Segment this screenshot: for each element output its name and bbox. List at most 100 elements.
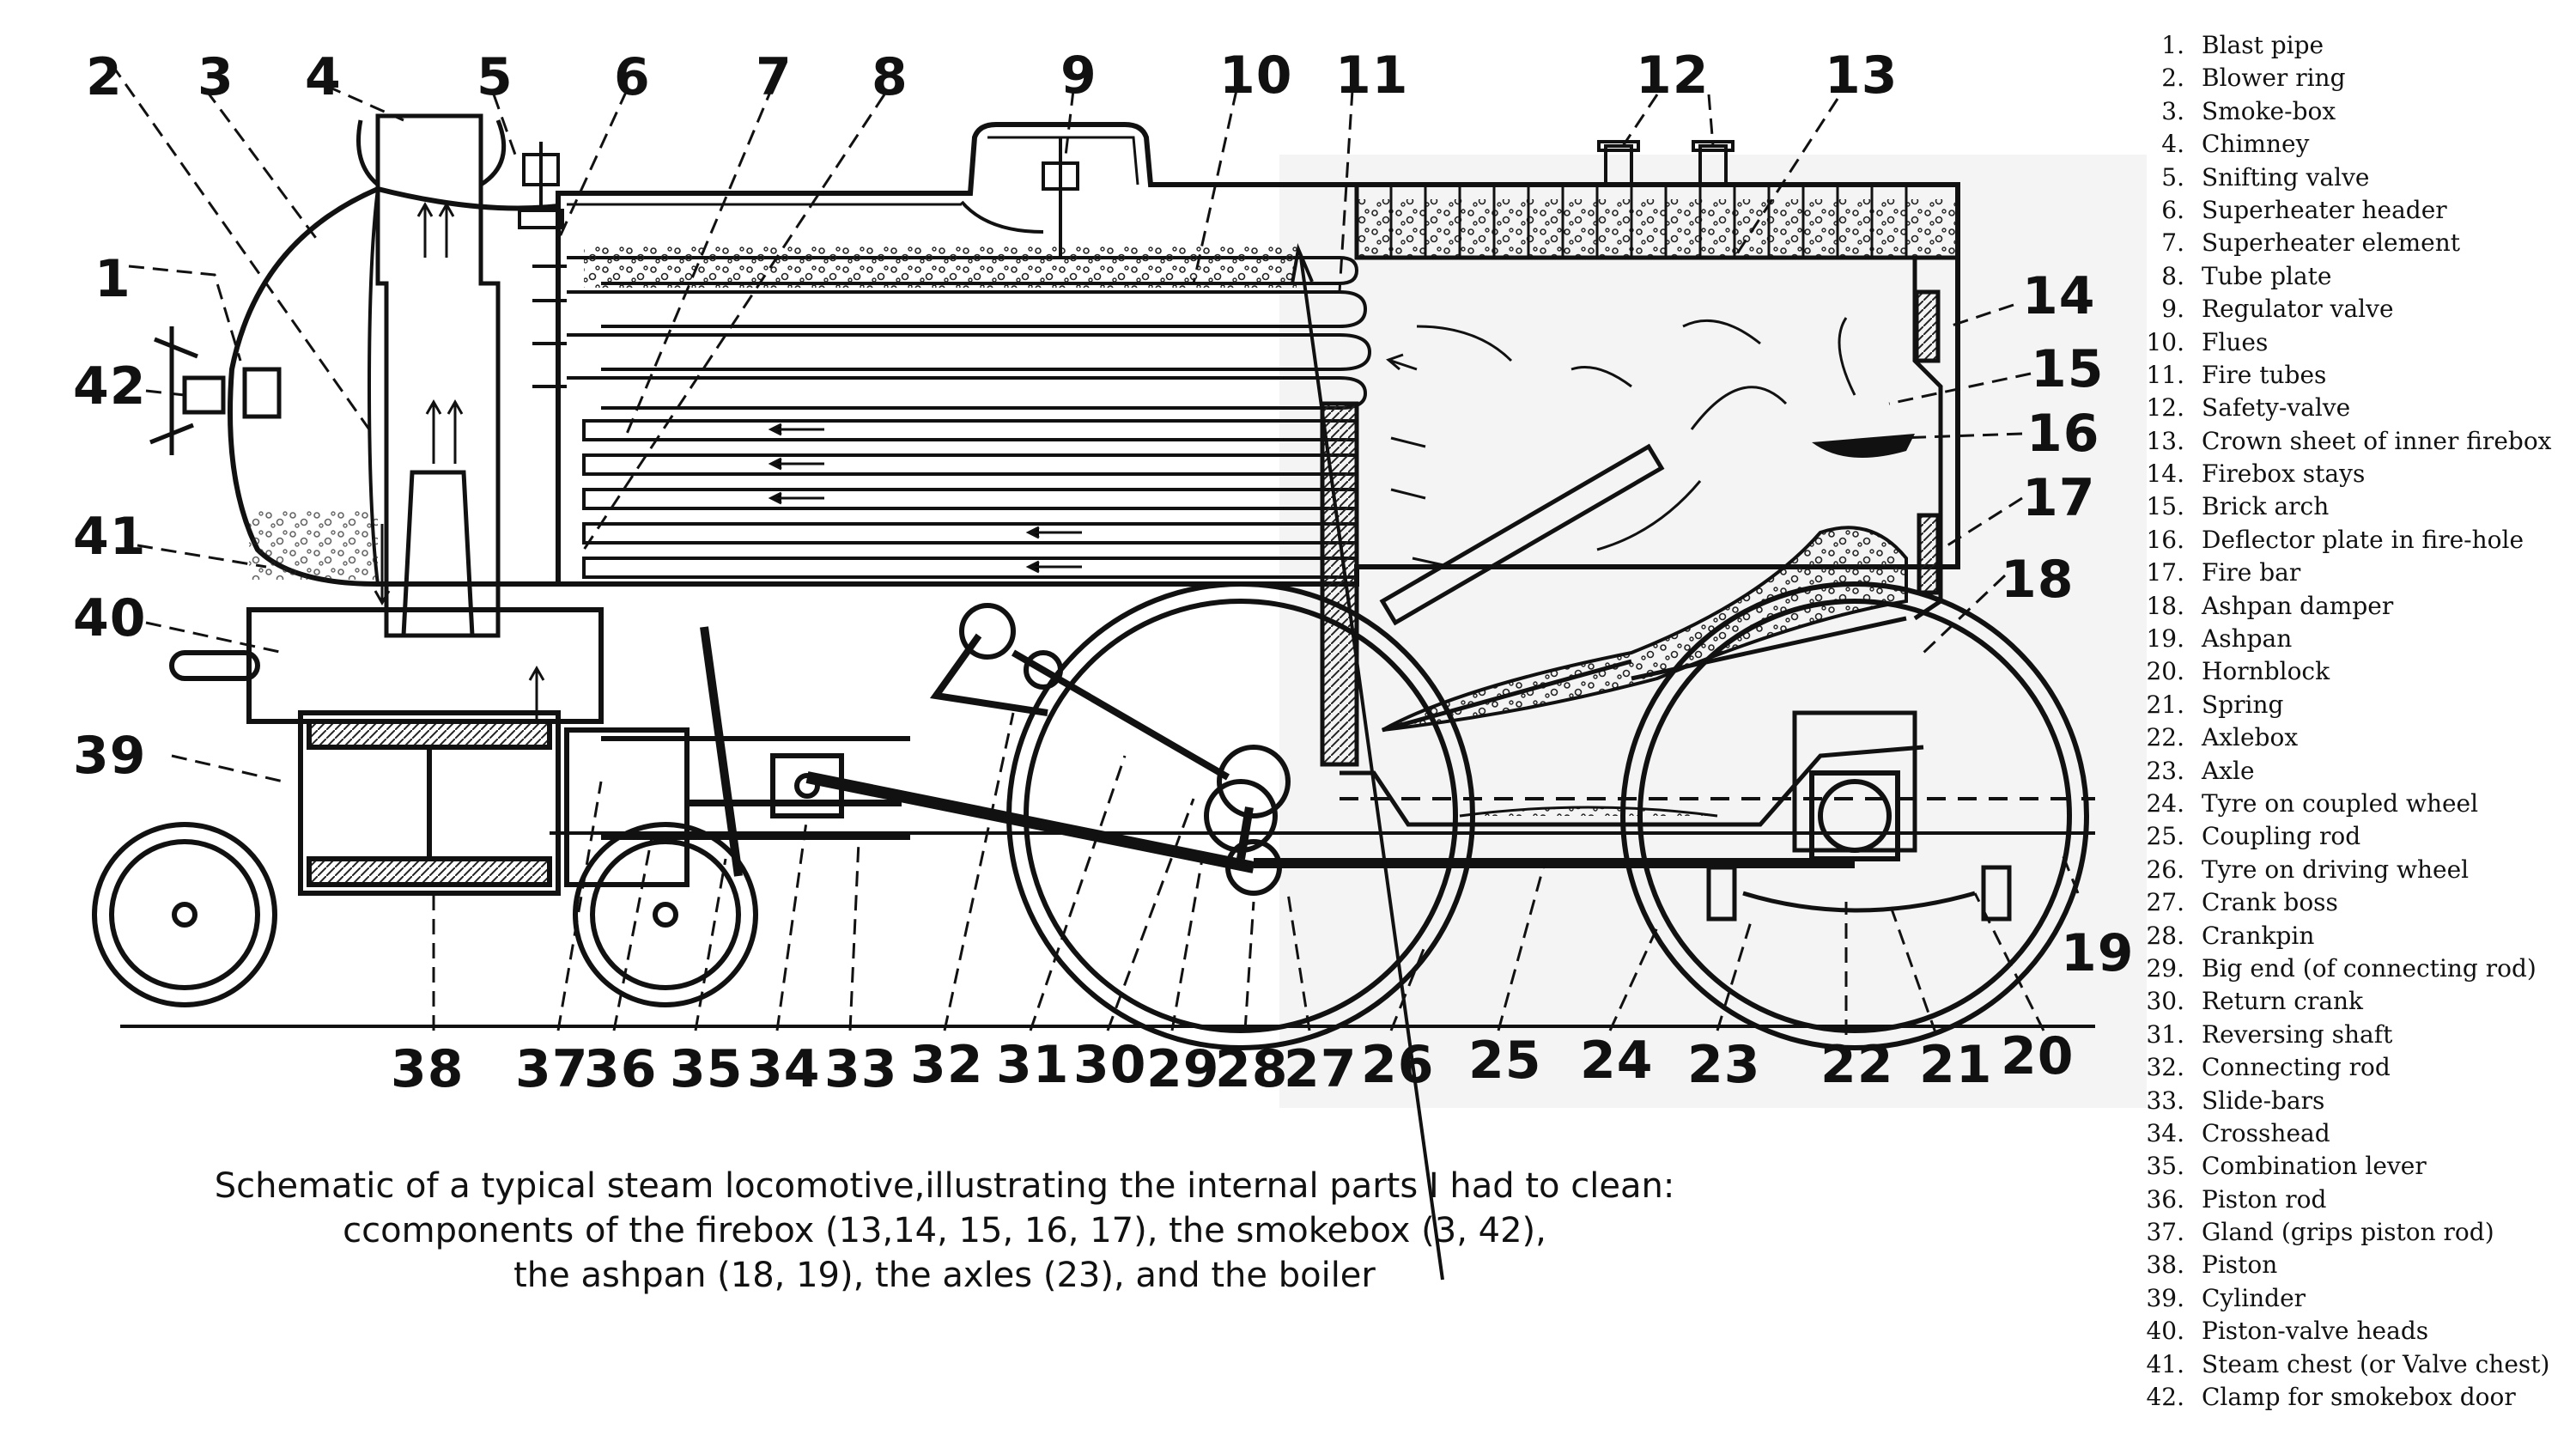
legend-number: 36.	[2146, 1184, 2184, 1214]
legend-number: 13.	[2146, 426, 2184, 455]
callout-label: 19	[2061, 923, 2135, 983]
legend-item: 7.Superheater element	[2129, 227, 2576, 259]
legend-item: 36. Piston rod	[2129, 1183, 2576, 1216]
callout-label: 37	[515, 1039, 589, 1099]
legend-item: 19.Ashpan	[2129, 623, 2576, 655]
legend-item: 10.Flues	[2129, 326, 2576, 359]
callout-label: 39	[73, 726, 147, 786]
legend-number: 17.	[2146, 558, 2184, 587]
callout-label: 15	[2031, 339, 2105, 399]
legend-item: 22.Axlebox	[2129, 721, 2576, 754]
callout-label: 20	[2001, 1026, 2075, 1086]
callout-label: 6	[614, 47, 651, 107]
legend-number: 12.	[2146, 393, 2184, 423]
legend-item: 28.Crankpin	[2129, 920, 2576, 952]
firebox-crown	[1354, 182, 1960, 260]
legend-item: 5.Snifting valve	[2129, 161, 2576, 194]
callout-label: 42	[73, 356, 147, 417]
chimney	[356, 113, 507, 638]
callout-label: 8	[872, 47, 908, 107]
legend-number: 2.	[2161, 64, 2184, 93]
callout-label: 2	[86, 47, 123, 107]
legend-item: 8.Tube plate	[2129, 260, 2576, 293]
legend-item: 6.Superheater header	[2129, 194, 2576, 227]
frame	[550, 797, 2095, 835]
legend-number: 9.	[2161, 295, 2184, 324]
callout-label: 1	[94, 249, 131, 309]
legend-label: Big end (of connecting rod)	[2202, 953, 2537, 983]
callout-label: 16	[2026, 404, 2100, 464]
legend-item: 38.Piston	[2129, 1249, 2576, 1281]
legend-item: 11.Fire tubes	[2129, 359, 2576, 392]
legend-number: 27.	[2146, 888, 2184, 917]
callout-label: 13	[1825, 46, 1899, 106]
callout-label: 22	[1820, 1035, 1894, 1095]
legend-item: 27. Crank boss	[2129, 886, 2576, 919]
legend-item: 2. Blower ring	[2129, 62, 2576, 94]
legend-number: 41.	[2146, 1349, 2184, 1378]
legend-number: 29.	[2146, 953, 2184, 983]
caption: Schematic of a typical steam locomotive,…	[155, 1164, 1735, 1298]
legend-item: 4.Chimney	[2129, 128, 2576, 161]
callout-label: 4	[305, 47, 342, 107]
legend-item: 12. Safety-valve	[2129, 392, 2576, 424]
ashpan	[1340, 745, 1924, 827]
legend-number: 19.	[2146, 624, 2184, 654]
legend-item: 18.Ashpan damper	[2129, 590, 2576, 623]
legend-label: Coupling rod	[2202, 822, 2361, 851]
leading-wheel-front	[92, 822, 277, 1007]
callout-label: 34	[747, 1039, 821, 1099]
legend-item: 23.Axle	[2129, 755, 2576, 788]
legend-number: 31.	[2146, 1019, 2184, 1049]
legend-item: 40. Piston-valve heads	[2129, 1315, 2576, 1348]
legend-number: 26.	[2146, 855, 2184, 884]
legend-label: Chimney	[2202, 130, 2310, 159]
callout-label: 25	[1468, 1031, 1542, 1091]
callout-label: 33	[824, 1039, 898, 1099]
legend-number: 5.	[2161, 162, 2184, 192]
flue-deposits	[584, 245, 1297, 288]
legend-number: 21.	[2146, 690, 2184, 719]
legend-label: Deflector plate in fire-hole	[2202, 525, 2524, 554]
legend-label: Piston-valve heads	[2202, 1317, 2429, 1346]
legend-label: Piston	[2202, 1250, 2278, 1280]
legend-item: 26. Tyre on driving wheel	[2129, 854, 2576, 886]
legend-label: Blower ring	[2202, 64, 2346, 93]
callout-label: 11	[1335, 46, 1409, 106]
callout-label: 18	[2001, 550, 2075, 610]
callout-label: 30	[1073, 1035, 1147, 1095]
legend-number: 18.	[2146, 591, 2184, 620]
axlebox-hornblock	[1706, 710, 2012, 922]
legend-item: 34.Crosshead	[2129, 1117, 2576, 1150]
legend-item: 41. Steam chest (or Valve chest)	[2129, 1348, 2576, 1381]
legend-label: Crank boss	[2202, 888, 2338, 917]
legend-label: Combination lever	[2202, 1152, 2427, 1181]
callout-label: 27	[1284, 1039, 1358, 1099]
legend-label: Superheater element	[2202, 228, 2460, 258]
legend-item: 14.Firebox stays	[2129, 458, 2576, 490]
snifting-valve	[518, 142, 564, 229]
deflector-plate	[1812, 434, 1915, 458]
legend-number: 23.	[2146, 756, 2184, 785]
callout-label: 28	[1215, 1039, 1289, 1099]
callout-label: 3	[197, 47, 234, 107]
tube-arrows	[768, 423, 1082, 574]
legend-label: Regulator valve	[2202, 295, 2394, 324]
legend-number: 40.	[2146, 1317, 2184, 1346]
door-clamp	[149, 326, 282, 455]
smoke-arrows	[416, 201, 464, 464]
legend-label: Safety-valve	[2202, 393, 2351, 423]
callout-label: 23	[1687, 1035, 1761, 1095]
callout-label: 5	[477, 47, 513, 107]
legend-item: 15.Brick arch	[2129, 490, 2576, 523]
legend-item: 31.Reversing shaft	[2129, 1019, 2576, 1051]
legend-label: Steam chest (or Valve chest)	[2202, 1349, 2550, 1378]
legend-number: 3.	[2161, 96, 2184, 125]
legend-label: Tyre on driving wheel	[2202, 855, 2470, 884]
legend-item: 37.Gland (grips piston rod)	[2129, 1216, 2576, 1249]
caption-line-2: ccomponents of the firebox (13,14, 15, 1…	[343, 1211, 1546, 1250]
legend-label: Piston rod	[2202, 1184, 2327, 1214]
legend-number: 25.	[2146, 822, 2184, 851]
legend-number: 32.	[2146, 1053, 2184, 1082]
